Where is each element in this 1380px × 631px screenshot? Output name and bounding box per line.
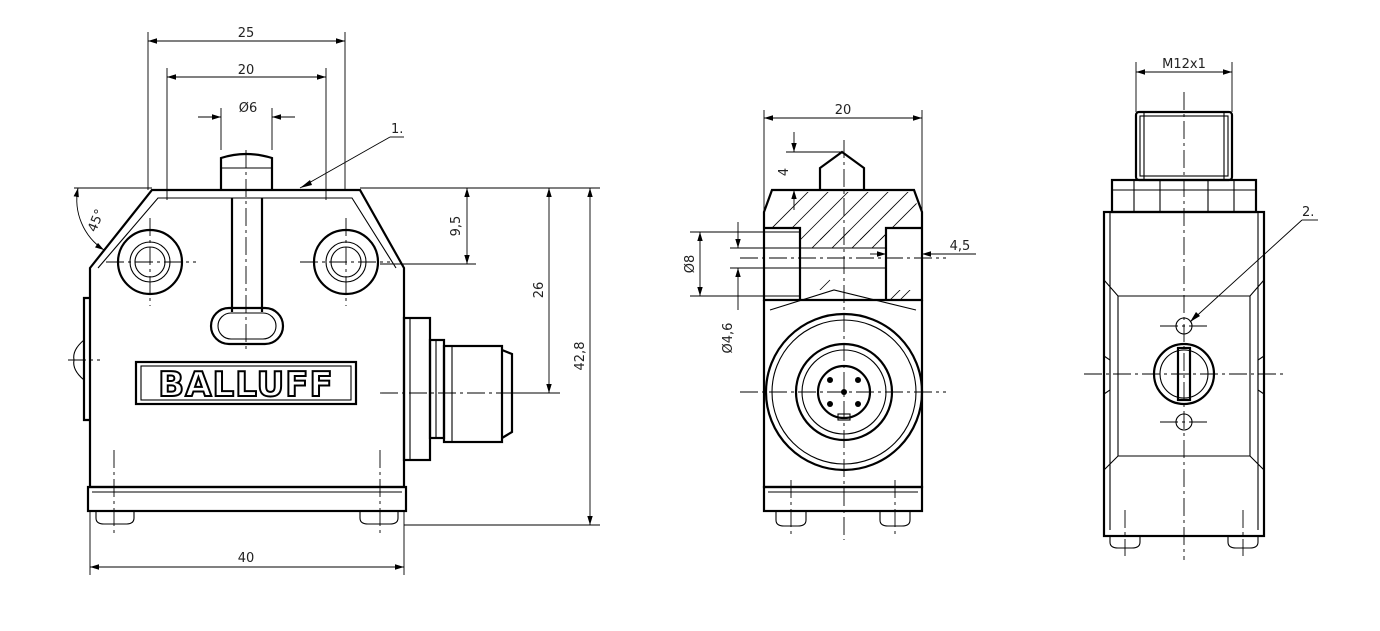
- side-dim-bore: Ø8: [683, 255, 698, 274]
- front-plunger: [219, 152, 274, 190]
- callout-1: 1.: [391, 122, 403, 137]
- dim-angle: 45°: [85, 207, 108, 234]
- front-base-plate: [86, 485, 408, 513]
- dim-plunger-dia: Ø6: [239, 101, 258, 116]
- side-dim-counterbore: 4,5: [950, 239, 971, 254]
- side-dim-hole: Ø4,6: [721, 323, 736, 354]
- side-dim-width: 20: [835, 103, 852, 118]
- balluff-logo: BALLUFF: [158, 365, 333, 405]
- dim-width-total: 40: [238, 551, 255, 566]
- dim-height-hole: 9,5: [449, 216, 464, 237]
- rear-dim-thread: M12x1: [1162, 57, 1206, 72]
- rear-view: M12x1 2.: [1084, 57, 1318, 560]
- side-dim-plunger-height: 4: [777, 168, 792, 176]
- dim-height-total: 42,8: [573, 342, 588, 371]
- side-view: 20 4 Ø8 Ø4,6 4,5: [683, 103, 976, 540]
- front-slot: [209, 306, 285, 346]
- front-view: BALLUFF 1. 25 20: [68, 26, 600, 575]
- front-connector: [402, 316, 514, 462]
- dim-width-top: 25: [238, 26, 255, 41]
- balluff-logo-frame: [134, 360, 358, 406]
- dim-width-inner: 20: [238, 63, 255, 78]
- dim-height-connector: 26: [532, 282, 547, 299]
- callout-2: 2.: [1302, 205, 1314, 220]
